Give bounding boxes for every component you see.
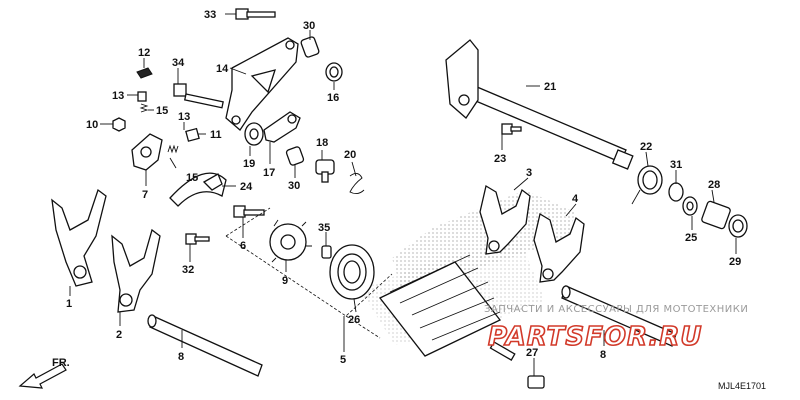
part-16-collar (325, 62, 343, 82)
part-21-shift-spindle (445, 39, 634, 170)
front-arrow-icon (18, 363, 67, 389)
part-27-bearing (527, 375, 545, 389)
callout-10: 10 (86, 119, 98, 131)
callout-7: 7 (142, 189, 148, 201)
callout-26: 26 (348, 314, 360, 326)
callout-24: 24 (240, 181, 253, 193)
callout-22: 22 (640, 141, 652, 153)
part-20-spring (349, 173, 365, 195)
part-6-bolt (233, 205, 265, 218)
part-10-nut (112, 117, 126, 132)
part-34-bolt (173, 83, 224, 109)
callout-1: 1 (66, 298, 72, 310)
callout-18: 18 (316, 137, 328, 149)
part-14-plate (225, 37, 299, 131)
part-23-bolt (501, 123, 522, 135)
part-9-star-cam (269, 219, 312, 263)
callout-20: 20 (344, 149, 356, 161)
callout-15-mid: 15 (186, 172, 198, 184)
part-33-bolt (235, 8, 276, 20)
part-4-shift-fork (533, 212, 585, 283)
part-11-cap (185, 127, 200, 142)
callout-25: 25 (685, 232, 697, 244)
part-31-washer (668, 182, 684, 202)
callout-30-lower: 30 (288, 180, 300, 192)
callout-11: 11 (210, 129, 222, 141)
part-30-collar-top (300, 36, 320, 58)
callout-32: 32 (182, 264, 194, 276)
callout-4: 4 (572, 193, 579, 205)
watermark-logo: PARTSFOR.RU (488, 322, 702, 352)
callout-12: 12 (138, 47, 150, 59)
watermark: ЗАПЧАСТИ И АКСЕССУАРЫ ДЛЯ МОТОТЕХНИКИ PA… (484, 304, 748, 353)
part-7-stopper-arm (131, 133, 163, 171)
callout-27: 27 (526, 347, 538, 359)
callout-17: 17 (263, 167, 275, 179)
part-28-needle-bearing (701, 200, 731, 230)
callout-13-right: 13 (178, 111, 190, 123)
callout-16: 16 (327, 92, 339, 104)
callout-2: 2 (116, 329, 122, 341)
part-29-oil-seal (728, 214, 748, 238)
part-13-spring-left (137, 91, 147, 102)
part-30-collar-lower (285, 146, 305, 166)
callout-28: 28 (708, 179, 720, 191)
part-35-pin (321, 245, 332, 259)
part-8-fork-shaft-right (561, 285, 677, 347)
part-3-shift-fork (479, 184, 531, 255)
part-15-spring-mid (167, 144, 179, 154)
callout-15-left: 15 (156, 105, 168, 117)
callout-23: 23 (494, 153, 506, 165)
callout-13-left: 13 (112, 90, 124, 102)
part-24-guide-plate (169, 172, 227, 207)
leader-lines (69, 13, 737, 376)
callout-31: 31 (670, 159, 682, 171)
callout-19: 19 (243, 158, 255, 170)
part-5-shift-drum (378, 254, 516, 361)
part-2-shift-fork (111, 228, 161, 313)
callout-5: 5 (340, 354, 346, 366)
part-26-bearing (329, 244, 375, 300)
callout-33: 33 (204, 9, 216, 21)
callout-6: 6 (240, 240, 246, 252)
part-15-spring-left (139, 103, 149, 113)
part-17-arm (263, 111, 301, 143)
assembly-outline (225, 207, 393, 339)
callout-8-left: 8 (178, 351, 184, 363)
callout-3: 3 (526, 167, 532, 179)
watermark-caption: ЗАПЧАСТИ И АКСЕССУАРЫ ДЛЯ МОТОТЕХНИКИ (484, 304, 748, 315)
callout-14: 14 (216, 63, 229, 75)
callout-34: 34 (172, 57, 185, 69)
part-1-shift-fork (51, 188, 107, 287)
part-8-fork-shaft-left (147, 314, 263, 377)
part-19-washer (244, 122, 264, 146)
part-12-cap (136, 67, 153, 79)
front-direction-indicator: FR. (18, 357, 70, 389)
callout-8-right: 8 (600, 349, 606, 361)
front-arrow-label: FR. (52, 357, 70, 369)
part-25-washer (682, 196, 698, 216)
part-32-bolt (185, 233, 210, 245)
part-22-return-spring (631, 165, 663, 205)
diagram-code: MJL4E1701 (718, 381, 766, 391)
callout-9: 9 (282, 275, 288, 287)
callouts: 33 30 12 34 14 16 13 15 10 13 11 19 17 3… (66, 9, 741, 366)
callout-29: 29 (729, 256, 741, 268)
callout-30-top: 30 (303, 20, 315, 32)
callout-35: 35 (318, 222, 330, 234)
part-18-pin (315, 159, 335, 183)
callout-21: 21 (544, 81, 556, 93)
